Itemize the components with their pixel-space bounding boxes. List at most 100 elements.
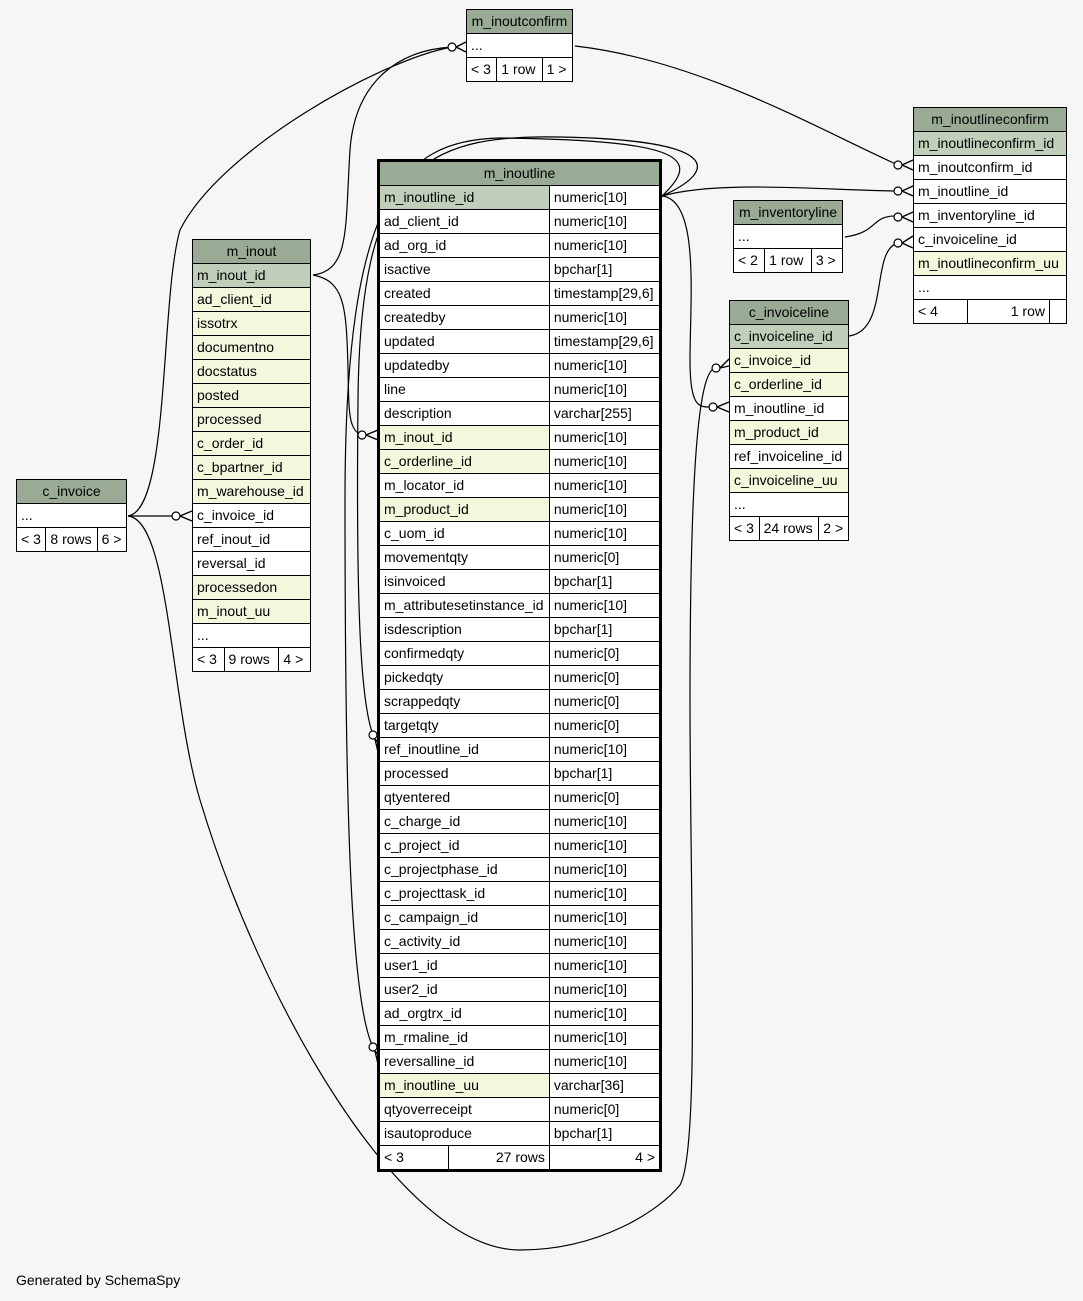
column-name[interactable]: qtyentered [378,785,550,810]
nav-children[interactable]: 4 > [278,647,311,672]
nav-parents[interactable]: < 4 [912,299,969,324]
column-row[interactable]: m_inout_uu [192,599,311,624]
column-name[interactable]: c_campaign_id [378,905,550,930]
column-name[interactable]: updatedby [378,353,550,378]
column-row[interactable]: m_inout_id [192,263,311,288]
column-row[interactable]: c_invoiceline_id [913,227,1067,252]
table-m-inventoryline[interactable]: m_inventoryline ... < 2 1 row 3 > [732,200,844,273]
column-name[interactable]: updated [378,329,550,354]
column-row[interactable]: c_invoice_id [729,348,849,373]
column-name[interactable]: isautoproduce [378,1121,550,1146]
column-row[interactable]: m_inoutconfirm_id [913,155,1067,180]
nav-children[interactable]: 2 > [818,516,849,541]
column-name[interactable]: c_charge_id [378,809,550,834]
table-m-inoutconfirm[interactable]: m_inoutconfirm ... < 3 1 row 1 > [465,9,574,82]
column-name[interactable]: c_uom_id [378,521,550,546]
column-name[interactable]: m_rmaline_id [378,1025,550,1050]
column-row[interactable]: c_orderline_id [729,372,849,397]
column-name[interactable]: line [378,377,550,402]
column-name[interactable]: scrappedqty [378,689,550,714]
column-name[interactable]: processed [378,761,550,786]
column-row[interactable]: c_invoice_id [192,503,311,528]
nav-children[interactable]: 3 > [810,248,844,273]
column-row[interactable]: c_bpartner_id [192,455,311,480]
column-name[interactable]: m_attributesetinstance_id [378,593,550,618]
column-name[interactable]: user2_id [378,977,550,1002]
column-row[interactable]: c_invoiceline_uu [729,468,849,493]
column-name[interactable]: ad_client_id [378,209,550,234]
table-title[interactable]: c_invoiceline [729,300,849,325]
column-name[interactable]: c_project_id [378,833,550,858]
column-name[interactable]: user1_id [378,953,550,978]
table-m-inout[interactable]: m_inout m_inout_id ad_client_id issotrx … [192,239,311,672]
column-row[interactable]: m_inoutline_id [913,179,1067,204]
column-name[interactable]: c_projecttask_id [378,881,550,906]
column-name[interactable]: confirmedqty [378,641,550,666]
column-name[interactable]: isinvoiced [378,569,550,594]
nav-parents[interactable]: < 2 [732,248,766,273]
column-name[interactable]: description [378,401,550,426]
column-row[interactable]: ref_inout_id [192,527,311,552]
column-row[interactable]: c_order_id [192,431,311,456]
column-row[interactable]: processedon [192,575,311,600]
column-row[interactable]: m_product_id [729,420,849,445]
nav-parents[interactable]: < 3 [192,647,225,672]
column-name[interactable]: m_product_id [378,497,550,522]
column-name[interactable]: m_locator_id [378,473,550,498]
table-m-inoutlineconfirm[interactable]: m_inoutlineconfirm m_inoutlineconfirm_id… [912,107,1068,324]
column-name[interactable]: created [378,281,550,306]
column-name[interactable]: qtyoverreceipt [378,1097,550,1122]
column-name[interactable]: reversalline_id [378,1049,550,1074]
column-row[interactable]: m_inventoryline_id [913,203,1067,228]
column-name[interactable]: c_projectphase_id [378,857,550,882]
table-title[interactable]: m_inoutlineconfirm [913,107,1067,132]
column-row[interactable]: docstatus [192,359,311,384]
column-name[interactable]: movementqty [378,545,550,570]
column-row[interactable]: m_inoutlineconfirm_id [913,131,1067,156]
nav-parents[interactable]: < 3 [378,1145,449,1171]
table-title[interactable]: m_inoutline [378,160,661,186]
table-c-invoice[interactable]: c_invoice ... < 3 8 rows 6 > [15,479,128,552]
nav-parents[interactable]: < 3 [729,516,760,541]
column-name[interactable]: ad_org_id [378,233,550,258]
table-title[interactable]: m_inout [192,239,311,264]
column-row[interactable]: m_warehouse_id [192,479,311,504]
nav-children[interactable]: 1 > [541,57,574,82]
column-row[interactable]: processed [192,407,311,432]
